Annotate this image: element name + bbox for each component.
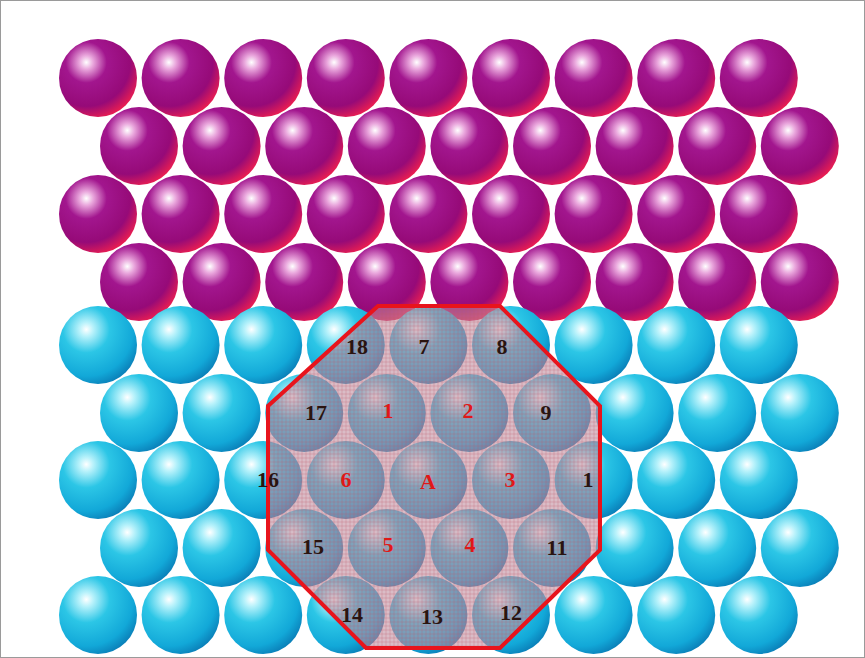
sphere: [637, 441, 715, 519]
numbered-sphere: 7: [409, 333, 439, 361]
numbered-sphere: 3: [495, 466, 525, 494]
sphere: [265, 107, 343, 185]
sphere: [555, 175, 633, 253]
callout-number: 2: [463, 400, 474, 422]
sphere: [224, 576, 302, 654]
sphere: [100, 509, 178, 587]
sphere-group: [59, 39, 839, 654]
callout-number: 6: [341, 469, 352, 491]
callout-number: 7: [419, 336, 430, 358]
sphere: [555, 576, 633, 654]
sphere: [183, 374, 261, 452]
sphere: [472, 175, 550, 253]
sphere: [100, 107, 178, 185]
callout-number: 1: [583, 469, 594, 491]
sphere: [183, 107, 261, 185]
sphere: [472, 39, 550, 117]
callout-number: 11: [547, 537, 568, 559]
sphere: [224, 39, 302, 117]
callout-number: 13: [421, 606, 443, 628]
sphere: [596, 107, 674, 185]
sphere: [513, 107, 591, 185]
callout-number: 15: [302, 536, 324, 558]
callout-number: 3: [505, 469, 516, 491]
sphere: [224, 306, 302, 384]
sphere: [720, 441, 798, 519]
sphere: [637, 306, 715, 384]
numbered-sphere: A: [413, 468, 443, 496]
sphere: [720, 576, 798, 654]
sphere: [142, 576, 220, 654]
sphere: [761, 374, 839, 452]
numbered-sphere: 9: [531, 399, 561, 427]
sphere: [142, 175, 220, 253]
sphere: [142, 306, 220, 384]
sphere: [678, 374, 756, 452]
sphere: [555, 39, 633, 117]
sphere: [142, 39, 220, 117]
callout-number: 5: [383, 534, 394, 556]
numbered-sphere: 17: [301, 399, 331, 427]
sphere: [59, 306, 137, 384]
numbered-sphere: 1: [573, 466, 603, 494]
sphere: [100, 374, 178, 452]
sphere: [720, 39, 798, 117]
sphere: [59, 175, 137, 253]
numbered-sphere: 11: [542, 534, 572, 562]
sphere: [59, 441, 137, 519]
sphere: [307, 39, 385, 117]
sphere: [637, 39, 715, 117]
octagon-outline: [268, 306, 600, 648]
numbered-sphere: 14: [337, 601, 367, 629]
callout-number: 9: [541, 402, 552, 424]
sphere: [720, 306, 798, 384]
callout-number: 16: [257, 469, 279, 491]
callout-number: 1: [383, 400, 394, 422]
sphere: [720, 175, 798, 253]
callout-number: 4: [465, 534, 476, 556]
numbered-sphere: 6: [331, 466, 361, 494]
sphere: [307, 175, 385, 253]
numbered-sphere: 4: [455, 531, 485, 559]
callout-number: 17: [305, 402, 327, 424]
numbered-sphere: 12: [496, 599, 526, 627]
numbered-sphere: 15: [298, 533, 328, 561]
sphere: [430, 107, 508, 185]
sphere: [348, 107, 426, 185]
sphere: [596, 374, 674, 452]
callout-number: 14: [341, 604, 363, 626]
sphere: [678, 107, 756, 185]
sphere: [637, 175, 715, 253]
sphere: [678, 509, 756, 587]
sphere: [224, 175, 302, 253]
numbered-sphere: 2: [453, 397, 483, 425]
sphere: [183, 509, 261, 587]
numbered-sphere: 13: [417, 603, 447, 631]
sphere: [761, 509, 839, 587]
sphere: [389, 39, 467, 117]
sphere: [142, 441, 220, 519]
numbered-sphere: 18: [342, 333, 372, 361]
callout-number: 18: [346, 336, 368, 358]
numbered-sphere: 16: [253, 466, 283, 494]
sphere: [59, 39, 137, 117]
callout-number: 8: [497, 336, 508, 358]
sphere: [389, 175, 467, 253]
sphere: [596, 509, 674, 587]
sphere: [637, 576, 715, 654]
sphere: [761, 107, 839, 185]
numbered-sphere: 5: [373, 531, 403, 559]
numbered-sphere: 8: [487, 333, 517, 361]
sphere: [59, 576, 137, 654]
octagon-fill: [268, 306, 600, 648]
numbered-sphere: 1: [373, 397, 403, 425]
callout-number: 12: [500, 602, 522, 624]
callout-number: A: [420, 471, 436, 493]
